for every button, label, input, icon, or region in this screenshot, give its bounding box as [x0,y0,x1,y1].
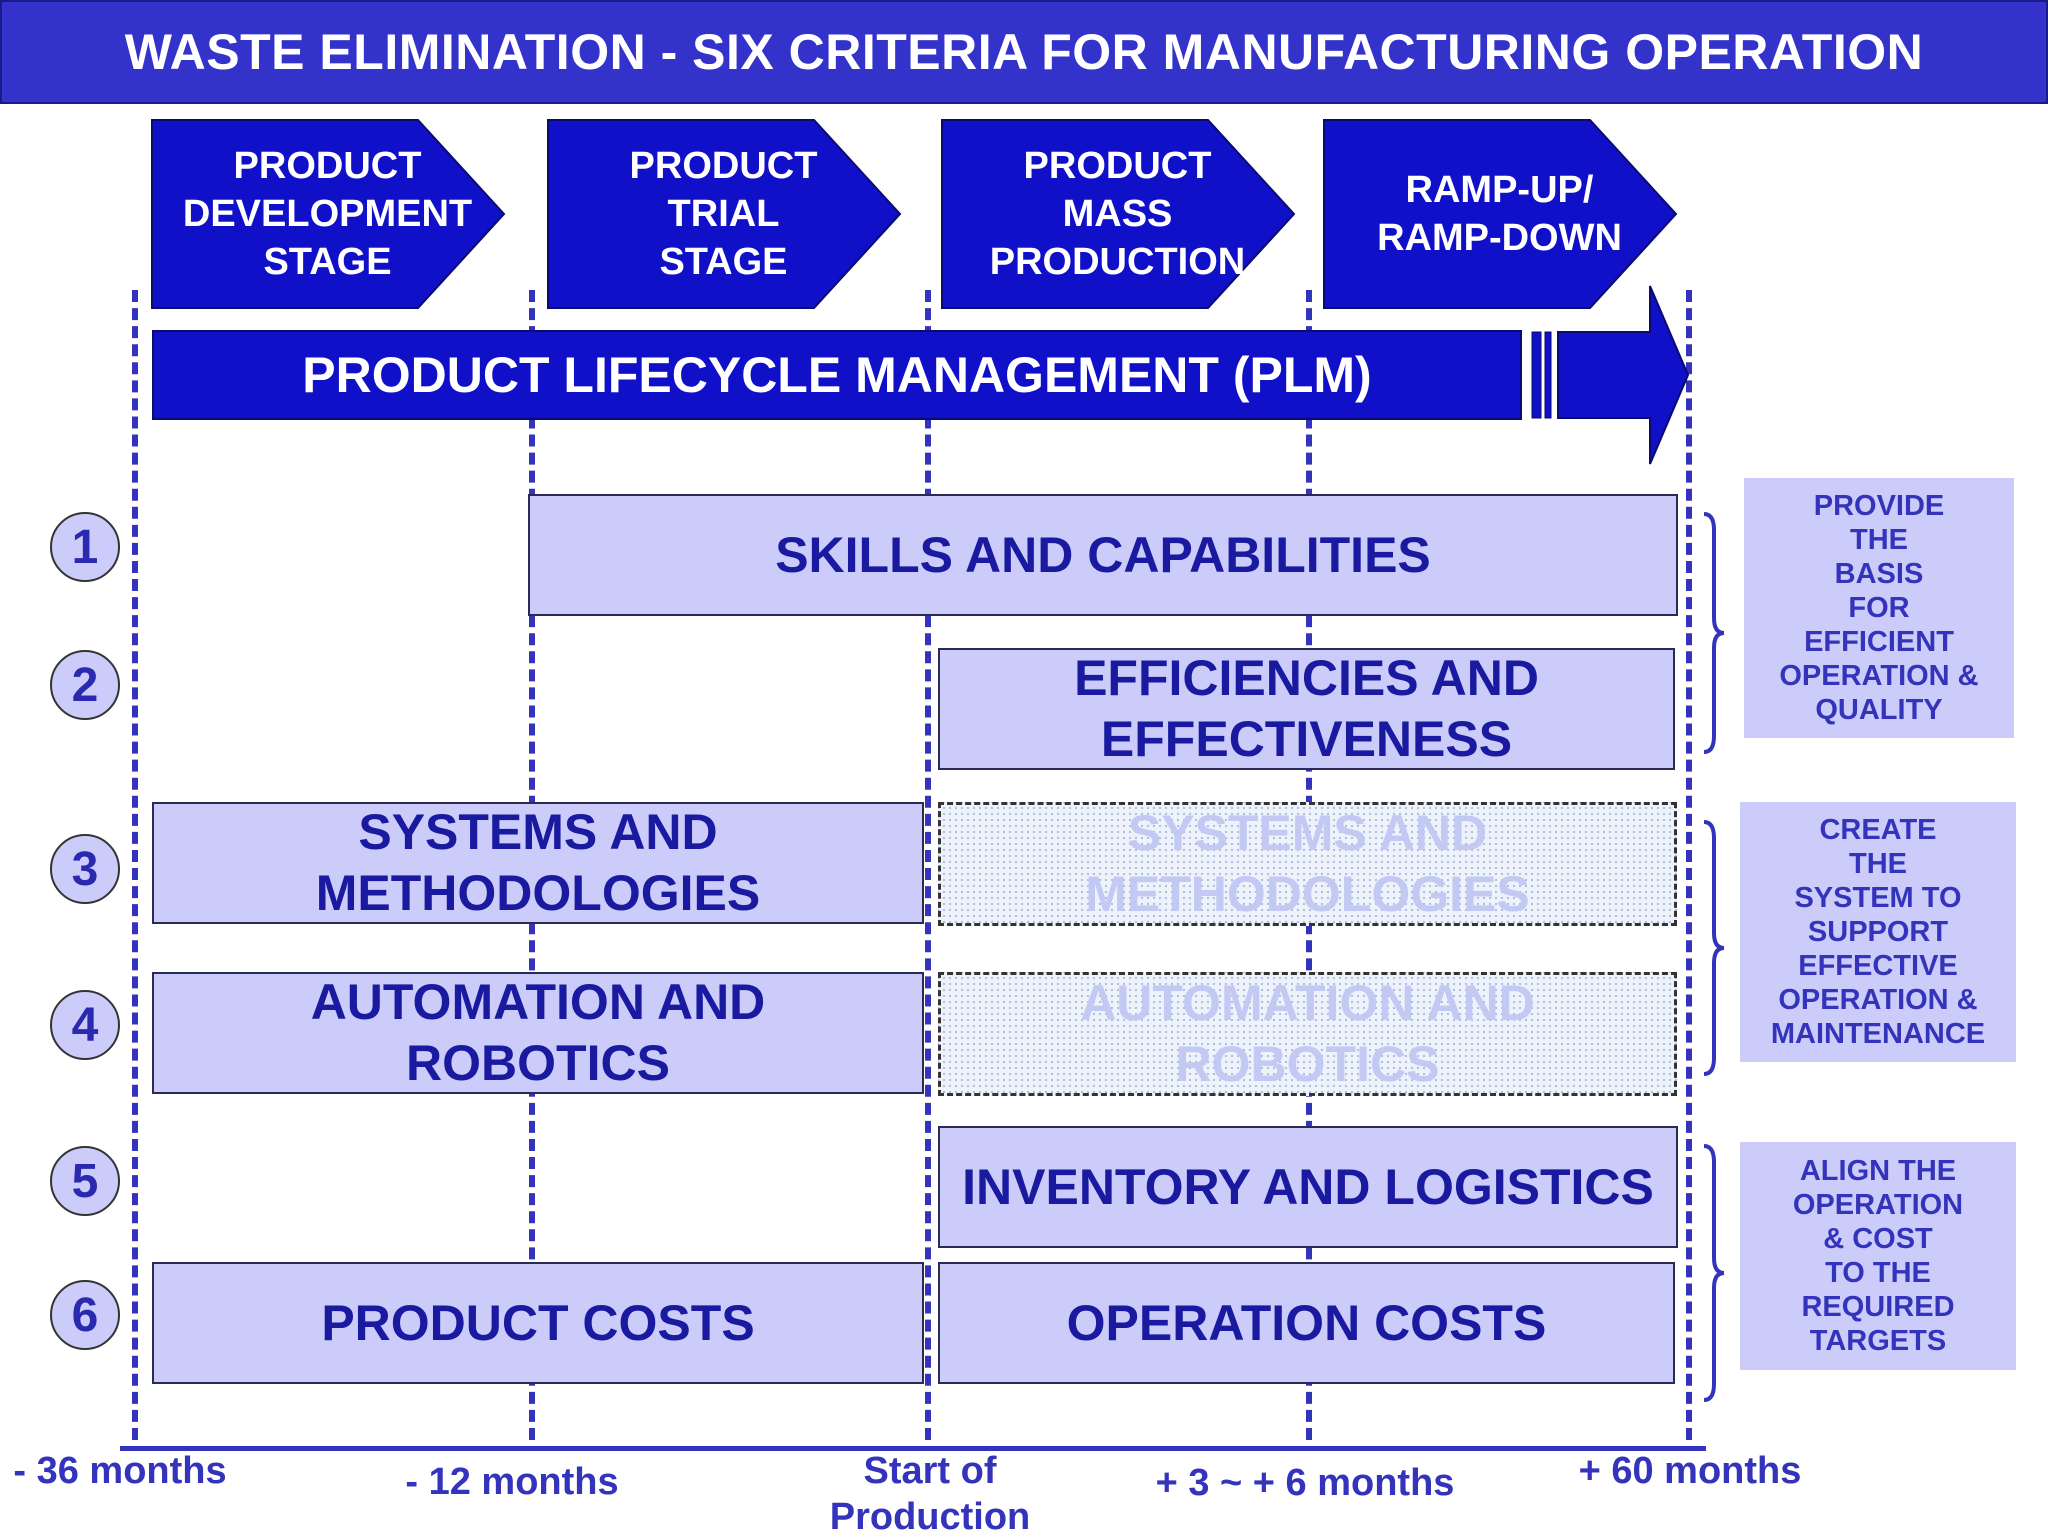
criterion-number-3: 3 [50,834,120,904]
criterion-number-2: 2 [50,650,120,720]
timeline-label-plus-3-6: + 3 ~ + 6 months [1155,1462,1455,1504]
efficiencies-effectiveness-box: EFFICIENCIES AND EFFECTIVENESS [938,648,1675,770]
plm-bar: PRODUCT LIFECYCLE MANAGEMENT (PLM) [152,330,1522,420]
page-title: WASTE ELIMINATION - SIX CRITERIA FOR MAN… [0,0,2048,104]
note-basis-efficient-operation: PROVIDE THE BASIS FOR EFFICIENT OPERATIO… [1744,478,2014,738]
product-costs-box: PRODUCT COSTS [152,1262,924,1384]
timeline-label-start-of-production: Start of Production [829,1450,1031,1538]
criterion-number-5: 5 [50,1146,120,1216]
stage-product-trial: PRODUCT TRIAL STAGE [546,118,906,310]
operation-costs-box: OPERATION COSTS [938,1262,1675,1384]
brace-group-1 [1703,512,1725,754]
stage-label: PRODUCT DEVELOPMENT STAGE [182,145,473,283]
stage-label: RAMP-UP/ RAMP-DOWN [1377,169,1622,259]
automation-robotics-ghost-box: AUTOMATION AND ROBOTICS [938,972,1677,1096]
brace-group-3 [1703,1144,1725,1402]
skills-capabilities-box: SKILLS AND CAPABILITIES [528,494,1678,616]
timeline-label-minus-36: - 36 months [13,1450,227,1492]
timeline-label-plus-60: + 60 months [1578,1450,1802,1492]
stage-label: PRODUCT TRIAL STAGE [629,145,818,283]
criterion-number-1: 1 [50,512,120,582]
criterion-number-4: 4 [50,990,120,1060]
stage-mass-production: PRODUCT MASS PRODUCTION [940,118,1300,310]
brace-group-2 [1703,820,1725,1076]
note-system-support-maintenance: CREATE THE SYSTEM TO SUPPORT EFFECTIVE O… [1740,802,2016,1062]
systems-methodologies-box: SYSTEMS AND METHODOLOGIES [152,802,924,924]
stage-label: PRODUCT MASS PRODUCTION [989,145,1246,283]
systems-methodologies-ghost-box: SYSTEMS AND METHODOLOGIES [938,802,1677,926]
inventory-logistics-box: INVENTORY AND LOGISTICS [938,1126,1678,1248]
timeline-label-minus-12: - 12 months [405,1461,619,1503]
timeline-guide-plus-60 [1686,290,1692,1440]
plm-arrow-head [1531,285,1690,465]
timeline-axis [120,1446,1706,1451]
note-align-cost-targets: ALIGN THE OPERATION & COST TO THE REQUIR… [1740,1142,2016,1370]
timeline-guide-sop [925,290,931,1440]
timeline-guide-minus-36 [132,290,138,1440]
stage-ramp-up-down: RAMP-UP/ RAMP-DOWN [1322,118,1682,310]
criterion-number-6: 6 [50,1280,120,1350]
automation-robotics-box: AUTOMATION AND ROBOTICS [152,972,924,1094]
stage-product-development: PRODUCT DEVELOPMENT STAGE [150,118,510,310]
